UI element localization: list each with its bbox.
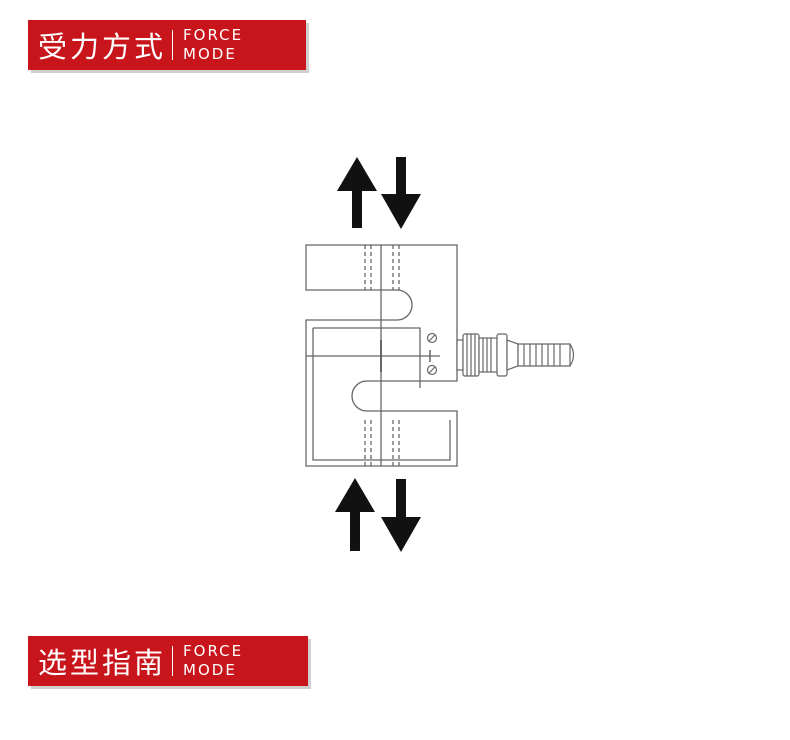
banner-divider: [172, 646, 174, 676]
top-force-arrows: [337, 157, 421, 229]
banner-subtitle: FORCE MODE: [183, 642, 243, 680]
banner-title: 选型指南: [38, 646, 167, 680]
section-banner-force-mode: 受力方式 FORCE MODE: [28, 20, 306, 70]
screw-icon-bottom: [426, 364, 438, 376]
cable-connector: [456, 333, 575, 377]
banner-title: 受力方式: [38, 30, 167, 64]
banner-subtitle-line1: FORCE: [183, 642, 244, 660]
section-banner-selection-guide: 选型指南 FORCE MODE: [28, 636, 308, 686]
banner-subtitle-line2: MODE: [183, 661, 237, 679]
bottom-arrow-down-icon: [381, 479, 421, 552]
screw-icon-top: [426, 332, 438, 344]
banner-subtitle-line2: MODE: [183, 45, 237, 63]
banner-divider: [172, 30, 174, 60]
top-arrow-down-icon: [381, 157, 421, 229]
bottom-arrow-up-icon: [335, 478, 375, 551]
banner-subtitle-line1: FORCE: [183, 26, 244, 44]
top-arrow-up-icon: [337, 157, 377, 228]
load-cell-body: [305, 244, 458, 467]
bottom-force-arrows: [335, 478, 421, 552]
banner-subtitle: FORCE MODE: [183, 26, 243, 64]
